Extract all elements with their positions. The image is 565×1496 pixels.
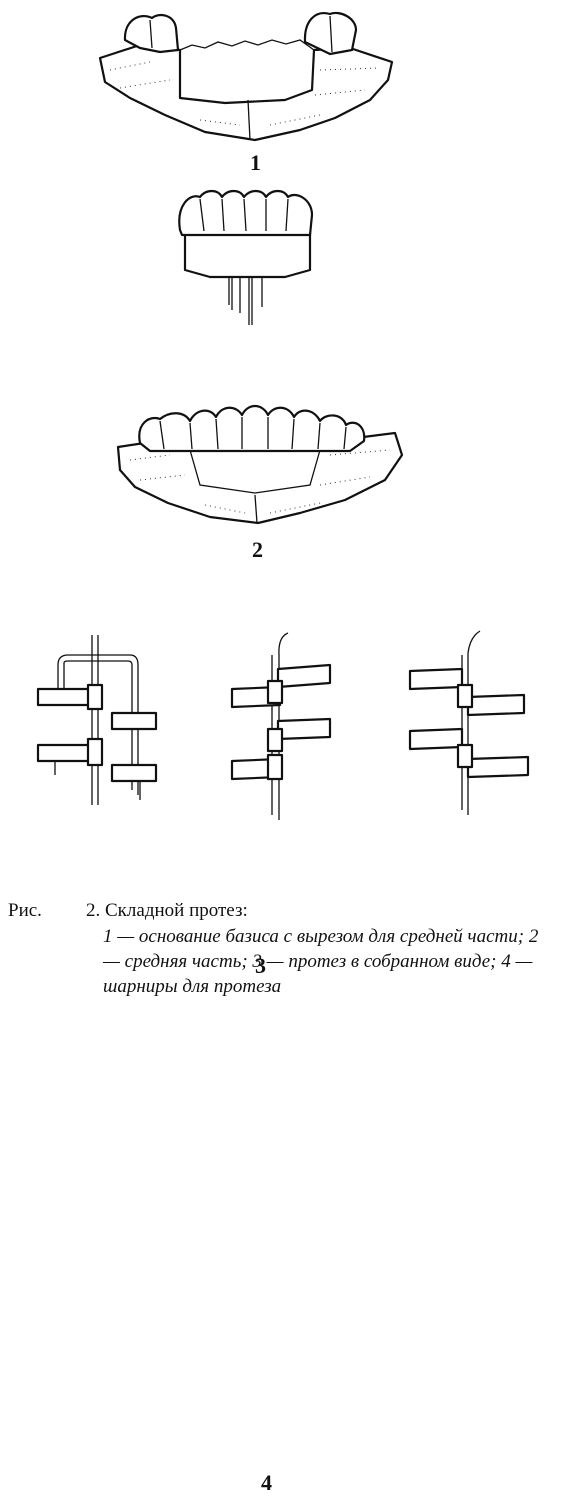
caption-body: 1 — основание базиса с вырезом для средн… [103,926,539,997]
hinges-drawing [36,630,530,820]
figure-4-number: 4 [261,1470,272,1495]
hinge-right [408,630,530,815]
base-with-cutout-drawing [98,11,394,142]
figure-4-hinges: 4 [0,625,565,1495]
hinge-assembly-left [36,635,158,805]
figure-2-number: 2 [252,537,263,562]
figure-2-middle-part: 2 [0,185,565,562]
figure-1-number: 1 [250,150,261,175]
assembled-prosthesis-drawing [116,404,404,525]
hinge-middle [230,632,332,820]
figure-3-number: 3 [255,953,266,978]
figure-3-assembled: 3 [0,395,565,978]
caption-prefix: Рис. [8,900,42,921]
figure-1-base-with-cutout: 1 [0,0,565,175]
middle-part-drawing [178,189,314,325]
caption-title: 2. Складной протез: [86,900,248,921]
